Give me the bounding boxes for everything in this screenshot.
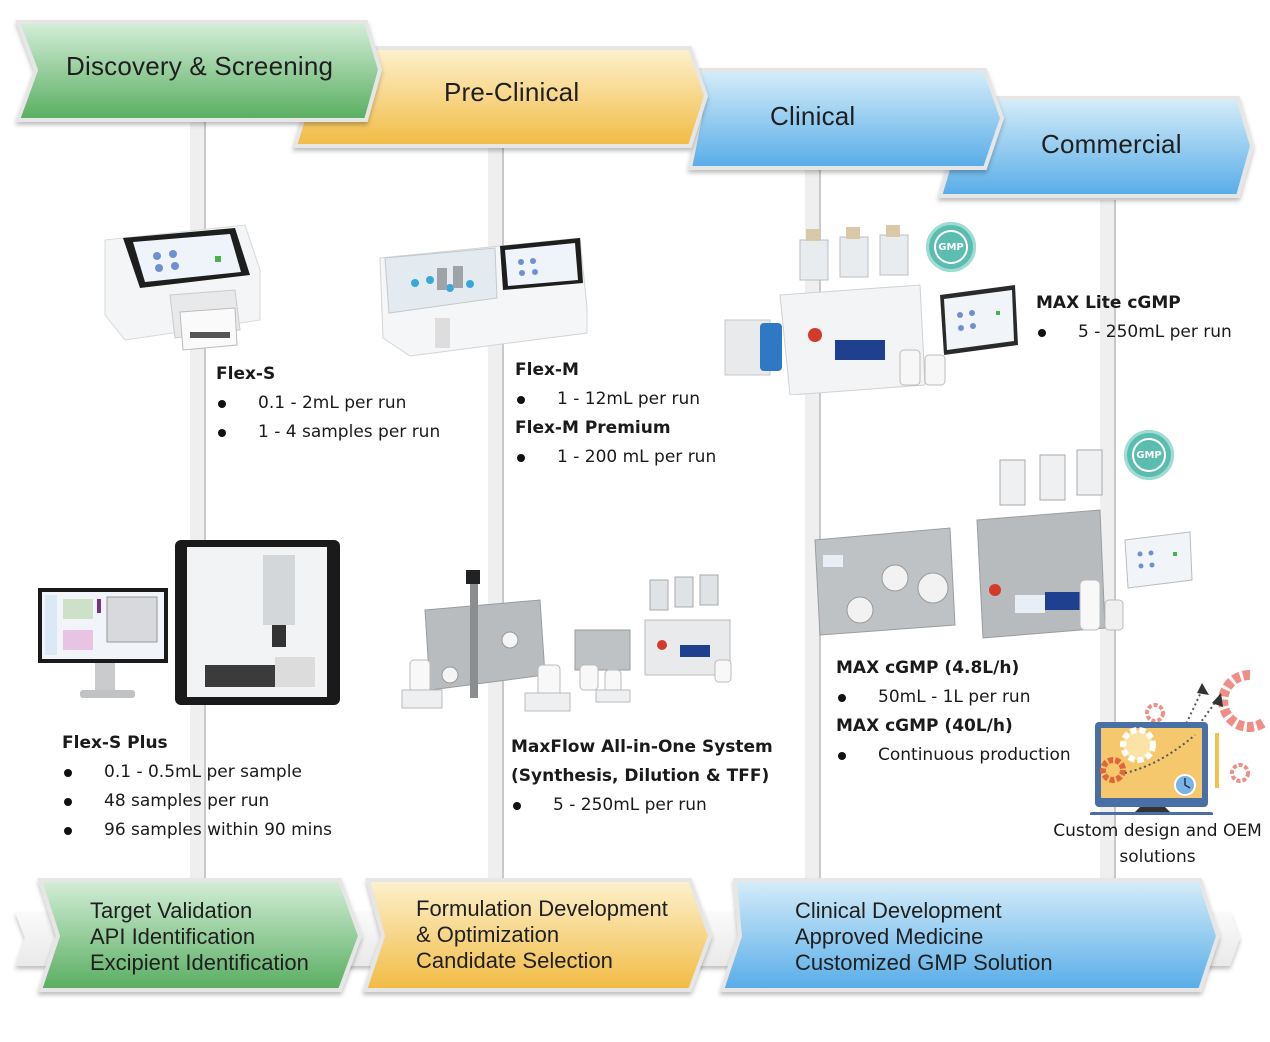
bullet-icon (517, 454, 525, 462)
product-name: Flex-S Plus (62, 733, 168, 753)
spec-item: 5 - 250mL per run (1036, 318, 1232, 347)
custom-design-oem-illustration (1090, 669, 1266, 815)
product-flex-s-plus: Flex-S Plus 0.1 - 0.5mL per sample 48 sa… (62, 729, 332, 845)
spec-item: 1 - 4 samples per run (216, 418, 440, 447)
spec-item: 0.1 - 0.5mL per sample (62, 758, 332, 787)
bullet-icon (64, 827, 72, 835)
product-name: MaxFlow All-in-One System (511, 737, 773, 757)
max-cgmp-device-image (814, 449, 1193, 639)
stage-label-clinical: Clinical (770, 101, 856, 131)
bottom-stage-clinical-commercial: Clinical Development Approved Medicine C… (795, 898, 1053, 975)
bullet-icon (218, 400, 226, 408)
bottom-stage-preclinical: Formulation Development & Optimization C… (416, 896, 668, 973)
spec-item: 0.1 - 2mL per run (216, 389, 440, 418)
product-maxflow: MaxFlow All-in-One System (Synthesis, Di… (511, 733, 773, 820)
product-flex-m: Flex-M 1 - 12mL per run Flex-M Premium 1… (515, 356, 716, 472)
flex-s-plus-device-image (38, 540, 340, 705)
flex-m-device-image (379, 237, 588, 357)
spec-list: 1 - 200 mL per run (515, 443, 716, 472)
stage-label-preclinical: Pre-Clinical (444, 77, 580, 107)
product-subtitle: (Synthesis, Dilution & TFF) (511, 766, 770, 786)
spec-list: 5 - 250mL per run (1036, 318, 1232, 347)
spec-item: 1 - 12mL per run (515, 385, 716, 414)
stage-arrow-discovery (15, 20, 383, 122)
stage-label-discovery: Discovery & Screening (66, 51, 334, 81)
product-name: MAX Lite cGMP (1036, 293, 1181, 313)
bottom-stage-discovery: Target Validation API Identification Exc… (90, 898, 309, 975)
spec-item: Continuous production (836, 741, 1071, 770)
spec-list: Continuous production (836, 741, 1071, 770)
bullet-icon (513, 802, 521, 810)
flex-s-device-image (104, 224, 261, 351)
gmp-badge-max-cgmp: GMP (1124, 430, 1174, 480)
max-lite-cgmp-device-image (724, 225, 1018, 395)
stage-label-commercial: Commercial (1041, 129, 1182, 159)
spec-list: 5 - 250mL per run (511, 791, 773, 820)
bullet-icon (64, 769, 72, 777)
spec-list: 50mL - 1L per run (836, 683, 1071, 712)
product-name: MAX cGMP (40L/h) (836, 716, 1013, 736)
product-flex-s: Flex-S 0.1 - 2mL per run 1 - 4 samples p… (216, 360, 440, 447)
spec-list: 0.1 - 0.5mL per sample 48 samples per ru… (62, 758, 332, 845)
spec-list: 0.1 - 2mL per run 1 - 4 samples per run (216, 389, 440, 447)
gmp-badge-max-lite: GMP (926, 222, 976, 272)
spec-item: 50mL - 1L per run (836, 683, 1071, 712)
oem-caption: Custom design and OEM solutions (1053, 821, 1262, 867)
bullet-icon (218, 429, 226, 437)
product-name: Flex-S (216, 364, 276, 384)
spec-item: 96 samples within 90 mins (62, 816, 332, 845)
bullet-icon (838, 752, 846, 760)
product-name: MAX cGMP (4.8L/h) (836, 658, 1020, 678)
spec-item: 1 - 200 mL per run (515, 443, 716, 472)
product-max-lite-cgmp: MAX Lite cGMP 5 - 250mL per run (1036, 289, 1232, 347)
product-name: Flex-M (515, 360, 579, 380)
bullet-icon (517, 396, 525, 404)
bullet-icon (1038, 329, 1046, 337)
product-max-cgmp: MAX cGMP (4.8L/h) 50mL - 1L per run MAX … (836, 654, 1071, 770)
timeline-divider-commercial (1100, 200, 1116, 880)
spec-item: 5 - 250mL per run (511, 791, 773, 820)
spec-item: 48 samples per run (62, 787, 332, 816)
stage-arrows-top (15, 20, 1255, 198)
product-name: Flex-M Premium (515, 418, 671, 438)
bullet-icon (838, 694, 846, 702)
spec-list: 1 - 12mL per run (515, 385, 716, 414)
maxflow-device-image (401, 570, 732, 712)
bullet-icon (64, 798, 72, 806)
